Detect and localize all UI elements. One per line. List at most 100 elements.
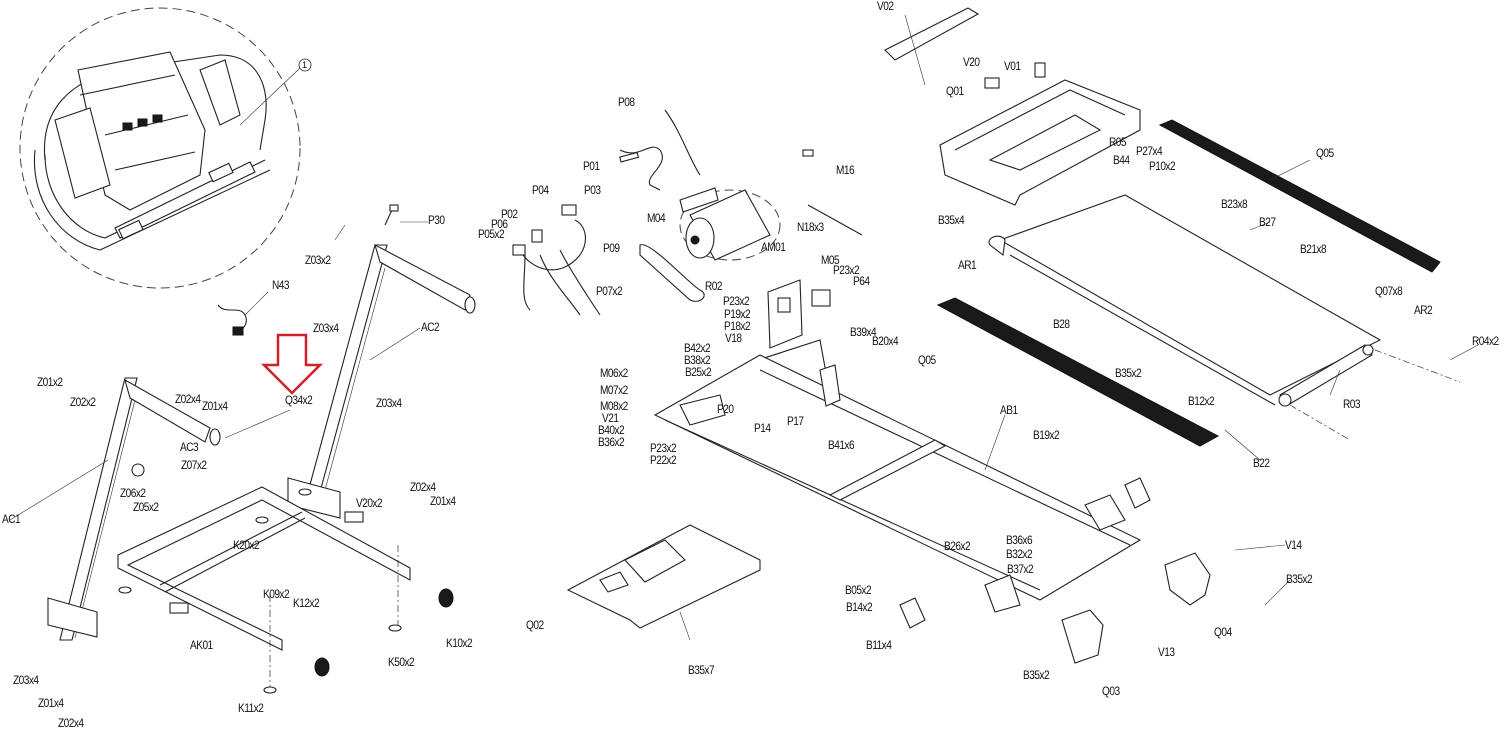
part-label: M16 [836, 165, 855, 177]
rod-n18 [807, 204, 863, 236]
part-label: Q07x8 [1375, 286, 1403, 298]
part-label: B11x4 [866, 640, 892, 652]
part-label: AC3 [180, 442, 199, 454]
part-label: K10x2 [446, 638, 473, 650]
part-label: P01 [583, 161, 600, 173]
part-label: B35x2 [1115, 368, 1142, 380]
highlight-arrow [260, 333, 324, 395]
part-label: B35x4 [938, 215, 965, 227]
part-label: P04 [532, 185, 549, 197]
side-rail-q05-top [1158, 119, 1441, 273]
part-label: P23x2 [833, 265, 860, 277]
part-label: P02 [501, 209, 518, 221]
part-label: B38x2 [684, 355, 711, 367]
part-label: Z02x4 [58, 718, 84, 730]
part-label: P07x2 [596, 286, 623, 298]
part-label: Q03 [1102, 686, 1120, 698]
decal-v02 [884, 7, 980, 61]
part-label: K20x2 [233, 540, 260, 552]
part-label: V13 [1158, 647, 1175, 659]
part-label: Z02x2 [70, 397, 96, 409]
end-cap-q03 [1061, 609, 1104, 664]
running-deck [988, 194, 1461, 441]
part-label: M04 [647, 213, 666, 225]
decal-v01 [1034, 62, 1046, 78]
leader-lines [9, 14, 1479, 641]
part-label: B44 [1113, 155, 1130, 167]
part-label: R03 [1343, 399, 1361, 411]
motor-guard-q02 [566, 524, 761, 629]
part-label: B19x2 [1033, 430, 1060, 442]
console-detail-callout [19, 7, 312, 289]
part-label: Z01x2 [37, 377, 63, 389]
part-label: B41x6 [828, 440, 855, 452]
part-label: B25x2 [685, 367, 712, 379]
part-label: P23x2 [650, 443, 677, 455]
part-label: Q02 [526, 620, 544, 632]
motor-cover-q01 [939, 79, 1141, 206]
part-label: Q05 [1316, 148, 1334, 160]
part-label: M05 [821, 255, 840, 267]
part-label: AC2 [421, 322, 440, 334]
end-cap-q04 [1164, 552, 1211, 606]
part-label: B27 [1259, 217, 1276, 229]
part-label: M06x2 [600, 368, 628, 380]
part-label: B36x6 [1006, 535, 1033, 547]
bracket-right [1124, 477, 1151, 509]
part-label: B28 [1053, 319, 1070, 331]
part-label: P08 [618, 97, 635, 109]
part-label: Z01x4 [202, 401, 228, 413]
part-label: K50x2 [388, 657, 415, 669]
part-label: V14 [1285, 540, 1302, 552]
part-label: B32x2 [1006, 549, 1033, 561]
part-label: B05x2 [845, 585, 872, 597]
part-label: B23x8 [1221, 199, 1248, 211]
part-label: B37x2 [1007, 564, 1034, 576]
part-label: P19x2 [724, 309, 751, 321]
part-label: AC1 [2, 514, 21, 526]
part-label: B42x2 [684, 343, 711, 355]
part-label: B36x2 [598, 437, 625, 449]
motor-am01 [639, 187, 781, 302]
part-label: AR2 [1414, 305, 1433, 317]
part-label: Q05 [918, 355, 936, 367]
part-label: V18 [725, 333, 742, 345]
part-label: P18x2 [724, 321, 751, 333]
part-label: V02 [877, 1, 894, 13]
part-label: B35x7 [688, 665, 715, 677]
part-label: P09 [603, 243, 620, 255]
part-label: AM01 [761, 242, 786, 254]
part-label: Z05x2 [133, 502, 159, 514]
part-label: B40x2 [598, 425, 625, 437]
part-label: Z01x4 [430, 496, 456, 508]
part-label: Q34x2 [285, 395, 313, 407]
part-label: B20x4 [872, 336, 899, 348]
part-label: P06 [491, 219, 508, 231]
part-label: Z03x4 [313, 323, 339, 335]
part-label: Z03x4 [376, 398, 402, 410]
part-label: V01 [1004, 61, 1021, 73]
part-label: R04x2 [1472, 336, 1499, 348]
part-label: AK01 [190, 640, 213, 652]
part-label: B26x2 [944, 541, 971, 553]
part-label: V20x2 [356, 498, 383, 510]
part-label: P27x4 [1136, 146, 1163, 158]
part-label: P22x2 [650, 455, 677, 467]
part-label: V20 [963, 57, 980, 69]
part-label: Z01x4 [38, 698, 64, 710]
part-label: R02 [705, 281, 723, 293]
part-label: P14 [754, 423, 771, 435]
part-label: B21x8 [1300, 244, 1327, 256]
part-label: P64 [853, 276, 870, 288]
part-label: Z06x2 [120, 488, 146, 500]
part-label: Q04 [1214, 627, 1232, 639]
part-label: R05 [1109, 137, 1127, 149]
part-label: K11x2 [238, 703, 264, 715]
part-label: Z07x2 [181, 460, 207, 472]
part-label: P30 [428, 215, 445, 227]
part-label: V21 [602, 413, 619, 425]
part-label: B22 [1253, 458, 1270, 470]
part-label: B35x2 [1023, 670, 1050, 682]
callout-number: 1 [302, 60, 307, 70]
bracket-left [899, 597, 926, 629]
